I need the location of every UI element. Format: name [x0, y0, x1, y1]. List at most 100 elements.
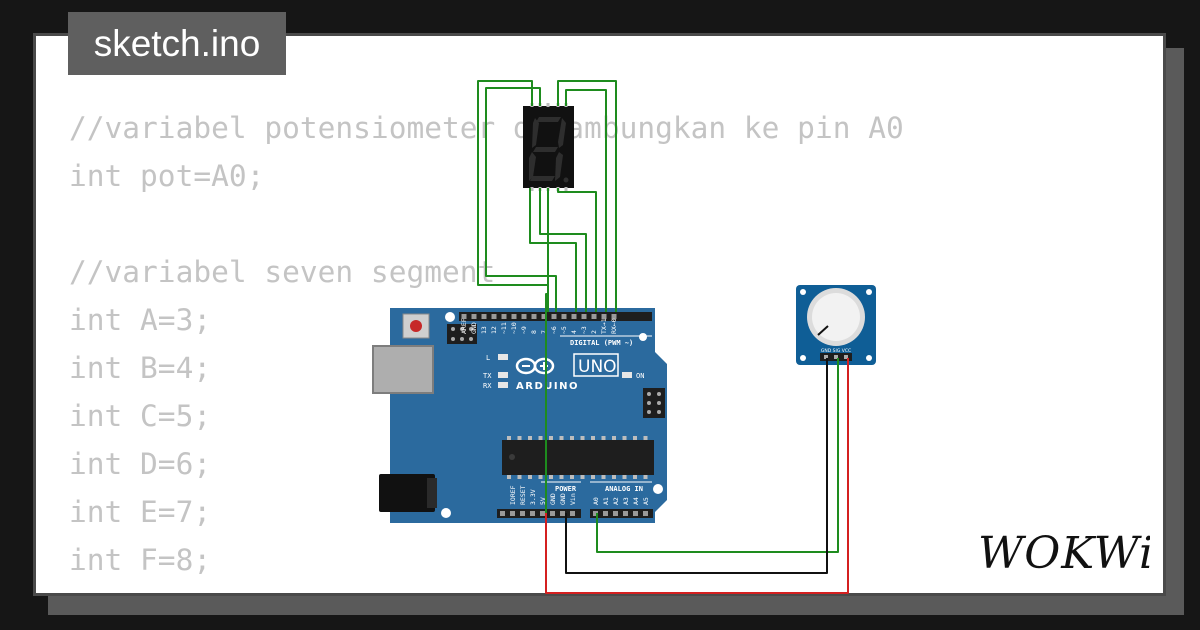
- analog-header: [590, 509, 653, 518]
- digital-pin-label: 2: [590, 330, 598, 334]
- mounting-hole: [800, 355, 806, 361]
- knob-indicator: [817, 325, 829, 336]
- digital-pin-label: ~11: [500, 322, 508, 334]
- led-tx: [498, 372, 508, 378]
- led-tx-label: TX: [483, 372, 492, 380]
- header-pin[interactable]: [500, 511, 505, 516]
- power-pin-label: GND: [549, 493, 557, 505]
- wires: [477, 80, 849, 594]
- led-on: [622, 372, 632, 378]
- seven-segment-display[interactable]: [523, 103, 574, 191]
- code-line: int A=3;: [69, 303, 212, 337]
- header-pin[interactable]: [611, 314, 617, 319]
- header-pin[interactable]: [571, 314, 577, 319]
- header-pin[interactable]: [601, 314, 607, 319]
- header-pin[interactable]: [643, 511, 648, 516]
- power-pin-label: Vin: [569, 493, 577, 505]
- power-jack: [379, 474, 437, 512]
- wire-segment-f[interactable]: [539, 188, 587, 312]
- led-rx-label: RX: [483, 382, 492, 390]
- header-pin[interactable]: [531, 314, 537, 319]
- microcontroller-chip: [502, 436, 654, 479]
- header-pin[interactable]: [530, 511, 535, 516]
- header-pin[interactable]: [561, 314, 567, 319]
- header-pin[interactable]: [501, 314, 507, 319]
- wire-segment-g[interactable]: [557, 188, 597, 312]
- power-pin-label: 3.3V: [529, 489, 537, 505]
- header-pin[interactable]: [591, 314, 597, 319]
- header-pin[interactable]: [570, 511, 575, 516]
- header-pin[interactable]: [560, 511, 565, 516]
- led-l-label: L: [486, 354, 490, 362]
- header-pin[interactable]: [551, 314, 557, 319]
- digital-pin-label: 7: [540, 330, 548, 334]
- header-pin[interactable]: [550, 511, 555, 516]
- header-pin[interactable]: [603, 511, 608, 516]
- digital-pin-label: ~3: [580, 326, 588, 334]
- code-line: int C=5;: [69, 399, 212, 433]
- wire-pot-signal[interactable]: [596, 358, 839, 553]
- digital-pin-holes: [461, 314, 617, 319]
- led-rx: [498, 382, 508, 388]
- wire-pot-vcc[interactable]: [545, 358, 849, 594]
- analog-label: ANALOG IN: [605, 485, 643, 493]
- wire-segment-d[interactable]: [565, 89, 607, 312]
- code-line: //variabel seven segment: [69, 255, 496, 289]
- header-pin[interactable]: [633, 511, 638, 516]
- header-pin[interactable]: [581, 314, 587, 319]
- digital-pin-label: 4: [570, 330, 578, 334]
- analog-pin-label: A5: [642, 497, 650, 505]
- header-pin[interactable]: [541, 314, 547, 319]
- header-pin[interactable]: [623, 511, 628, 516]
- code-line: int B=4;: [69, 351, 212, 385]
- header-pin[interactable]: [593, 511, 598, 516]
- wire-segment-e[interactable]: [529, 188, 577, 312]
- header-pin[interactable]: [481, 314, 487, 319]
- led-on-label: ON: [636, 372, 644, 380]
- digital-pin-label: 8: [530, 330, 538, 334]
- reset-button[interactable]: [402, 313, 430, 339]
- wokwi-logo-icon: WOKWi: [978, 528, 1150, 578]
- header-pin[interactable]: [613, 511, 618, 516]
- code-line: int pot=A0;: [69, 159, 265, 193]
- header-pin[interactable]: [510, 511, 515, 516]
- analog-pin-label: A3: [622, 497, 630, 505]
- header-pin[interactable]: [521, 314, 527, 319]
- potentiometer[interactable]: GND SIG VCC: [796, 285, 876, 365]
- mounting-hole: [866, 289, 872, 295]
- header-pin[interactable]: [491, 314, 497, 319]
- header-pin[interactable]: [461, 314, 467, 319]
- digital-pin-label: ~9: [520, 326, 528, 334]
- power-pin-label: 5V: [539, 497, 547, 505]
- wire-segment-b[interactable]: [485, 87, 557, 312]
- wire-common-gnd[interactable]: [545, 188, 549, 513]
- power-pin-label: GND: [559, 493, 567, 505]
- analog-pin-label: A0: [592, 497, 600, 505]
- header-pin[interactable]: [471, 314, 477, 319]
- header-pin[interactable]: [511, 314, 517, 319]
- wokwi-logo-text: WOKWi: [978, 528, 1150, 578]
- power-label: POWER: [555, 485, 577, 493]
- potentiometer-pin-labels: GND SIG VCC: [821, 348, 851, 354]
- led-l: [498, 354, 508, 360]
- header-pin[interactable]: [540, 511, 545, 516]
- power-pin-label: IOREF: [509, 485, 517, 505]
- bottom-pin-holes: [500, 511, 648, 516]
- power-header: [497, 509, 581, 518]
- digital-pin-label: ~10: [510, 322, 518, 334]
- wire-pot-gnd[interactable]: [565, 358, 828, 574]
- wire-segment-c[interactable]: [557, 80, 617, 312]
- digital-pin-label: ~5: [560, 326, 568, 334]
- file-tab-title[interactable]: sketch.ino: [68, 12, 286, 75]
- usb-connector: [372, 345, 434, 394]
- code-line: int E=7;: [69, 495, 212, 529]
- uno-badge: [573, 353, 619, 377]
- analog-pin-label: A1: [602, 497, 610, 505]
- code-line: int G=9;: [69, 584, 904, 593]
- header-pin[interactable]: [520, 511, 525, 516]
- mounting-hole: [653, 484, 663, 494]
